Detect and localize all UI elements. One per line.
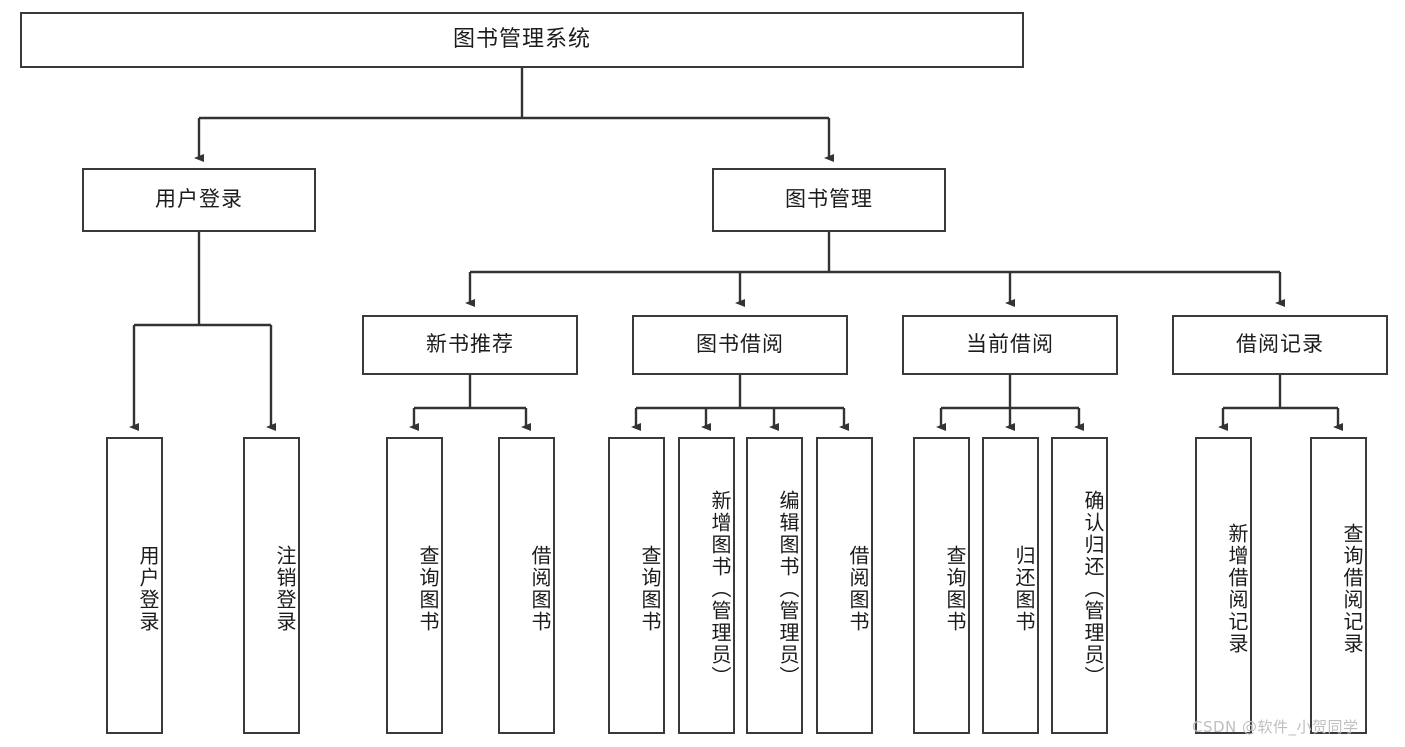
node-label: 归还图书 [1012, 544, 1036, 633]
node-label: 借阅图书 [528, 544, 552, 633]
node-label: 用户登录 [136, 544, 160, 633]
node-label: 新增图书（管理员） [708, 489, 732, 688]
leaf-edit-book-admin[interactable]: 编辑图书（管理员） [746, 437, 803, 734]
node-label: 查询图书 [416, 544, 440, 633]
node-new-book-recommend[interactable]: 新书推荐 [362, 315, 578, 375]
leaf-return-book[interactable]: 归还图书 [982, 437, 1039, 734]
node-label: 借阅图书 [846, 544, 870, 633]
leaf-query-book-current[interactable]: 查询图书 [913, 437, 970, 734]
leaf-query-borrow-record[interactable]: 查询借阅记录 [1310, 437, 1367, 734]
node-label: 借阅记录 [1236, 332, 1324, 357]
leaf-logout[interactable]: 注销登录 [243, 437, 300, 734]
node-label: 新书推荐 [426, 332, 514, 357]
node-root-system[interactable]: 图书管理系统 [20, 12, 1024, 68]
node-user-login[interactable]: 用户登录 [82, 168, 316, 232]
leaf-borrow-book[interactable]: 借阅图书 [816, 437, 873, 734]
node-label: 确认归还（管理员） [1081, 489, 1105, 688]
node-label: 编辑图书（管理员） [776, 489, 800, 688]
leaf-query-book-recommend[interactable]: 查询图书 [386, 437, 443, 734]
node-label: 查询借阅记录 [1340, 522, 1364, 655]
node-label: 图书管理系统 [452, 26, 591, 52]
node-book-management[interactable]: 图书管理 [712, 168, 946, 232]
leaf-borrow-book-recommend[interactable]: 借阅图书 [498, 437, 555, 734]
csdn-watermark: CSDN @软件_小贺同学 [1192, 718, 1359, 736]
node-book-borrow[interactable]: 图书借阅 [632, 315, 848, 375]
node-label: 查询图书 [943, 544, 967, 633]
node-borrow-record[interactable]: 借阅记录 [1172, 315, 1388, 375]
node-label: 用户登录 [155, 187, 243, 212]
node-label: 注销登录 [273, 544, 297, 633]
node-label: 图书借阅 [696, 332, 784, 357]
node-current-borrow[interactable]: 当前借阅 [902, 315, 1118, 375]
leaf-add-book-admin[interactable]: 新增图书（管理员） [678, 437, 735, 734]
node-label: 图书管理 [785, 187, 873, 212]
node-label: 当前借阅 [966, 332, 1054, 357]
node-label: 查询图书 [638, 544, 662, 633]
leaf-add-borrow-record[interactable]: 新增借阅记录 [1195, 437, 1252, 734]
leaf-user-login[interactable]: 用户登录 [106, 437, 163, 734]
leaf-query-book-borrow[interactable]: 查询图书 [608, 437, 665, 734]
leaf-confirm-return-admin[interactable]: 确认归还（管理员） [1051, 437, 1108, 734]
node-label: 新增借阅记录 [1225, 522, 1249, 655]
